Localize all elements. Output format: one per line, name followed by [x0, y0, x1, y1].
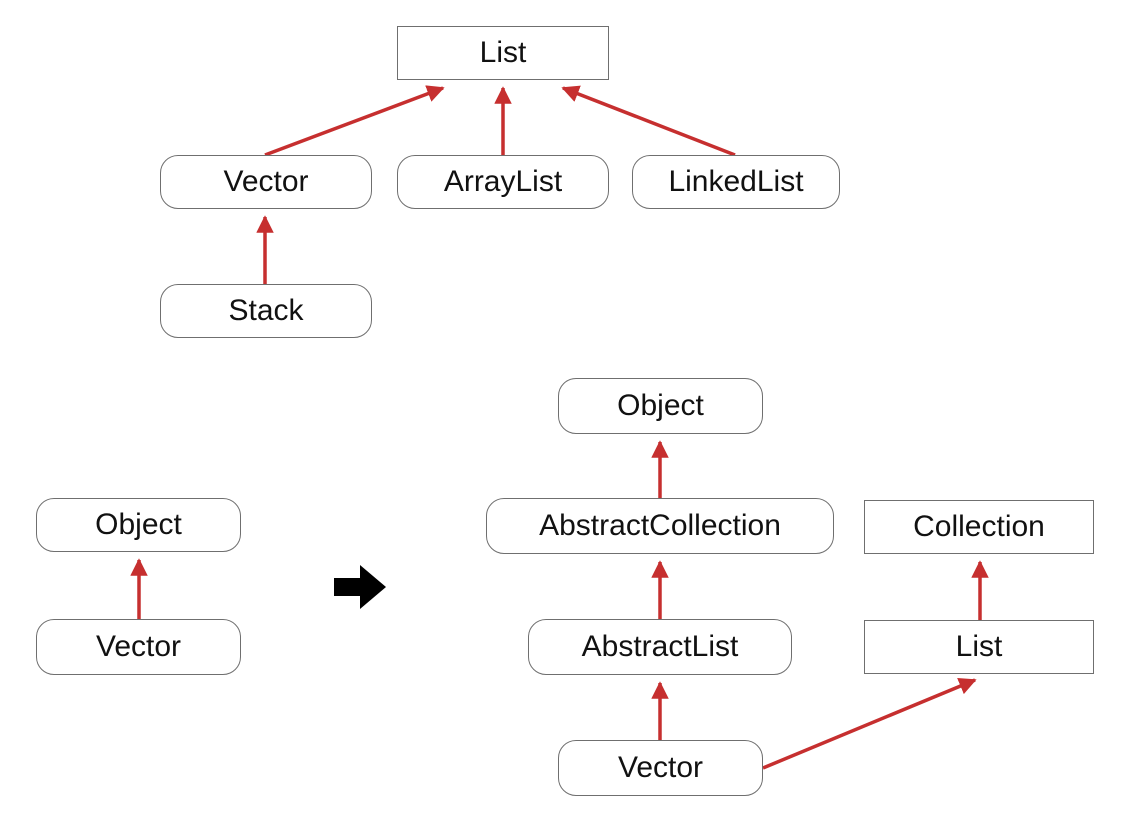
node-abstractcollection: AbstractCollection [486, 498, 834, 554]
node-arraylist: ArrayList [397, 155, 609, 209]
node-vector-left: Vector [36, 619, 241, 675]
node-object-right: Object [558, 378, 763, 434]
node-label: Vector [223, 165, 309, 198]
node-vector-top: Vector [160, 155, 372, 209]
edge-vector-to-list [264, 85, 445, 157]
node-label: ArrayList [443, 165, 563, 198]
node-label: Vector [95, 630, 182, 663]
right-arrow-icon [334, 565, 386, 609]
node-label: List [955, 630, 1003, 663]
node-label: Collection [913, 510, 1045, 543]
node-list-right: List [864, 620, 1094, 674]
node-label: Object [617, 389, 704, 422]
node-label: Object [95, 508, 182, 541]
node-stack: Stack [160, 284, 372, 338]
node-label: Stack [228, 294, 304, 327]
node-list-top: List [397, 26, 609, 80]
node-label: List [479, 36, 527, 69]
node-vector-right: Vector [558, 740, 763, 796]
edge-vector-to-list-right [762, 677, 977, 770]
node-label: LinkedList [668, 165, 804, 198]
node-label: AbstractList [581, 630, 739, 663]
node-object-left: Object [36, 498, 241, 552]
node-label: Vector [617, 751, 704, 784]
node-collection: Collection [864, 500, 1094, 554]
node-abstractlist: AbstractList [528, 619, 792, 675]
edge-linkedlist-to-list [561, 85, 736, 157]
node-linkedlist: LinkedList [632, 155, 840, 209]
node-label: AbstractCollection [539, 509, 781, 542]
